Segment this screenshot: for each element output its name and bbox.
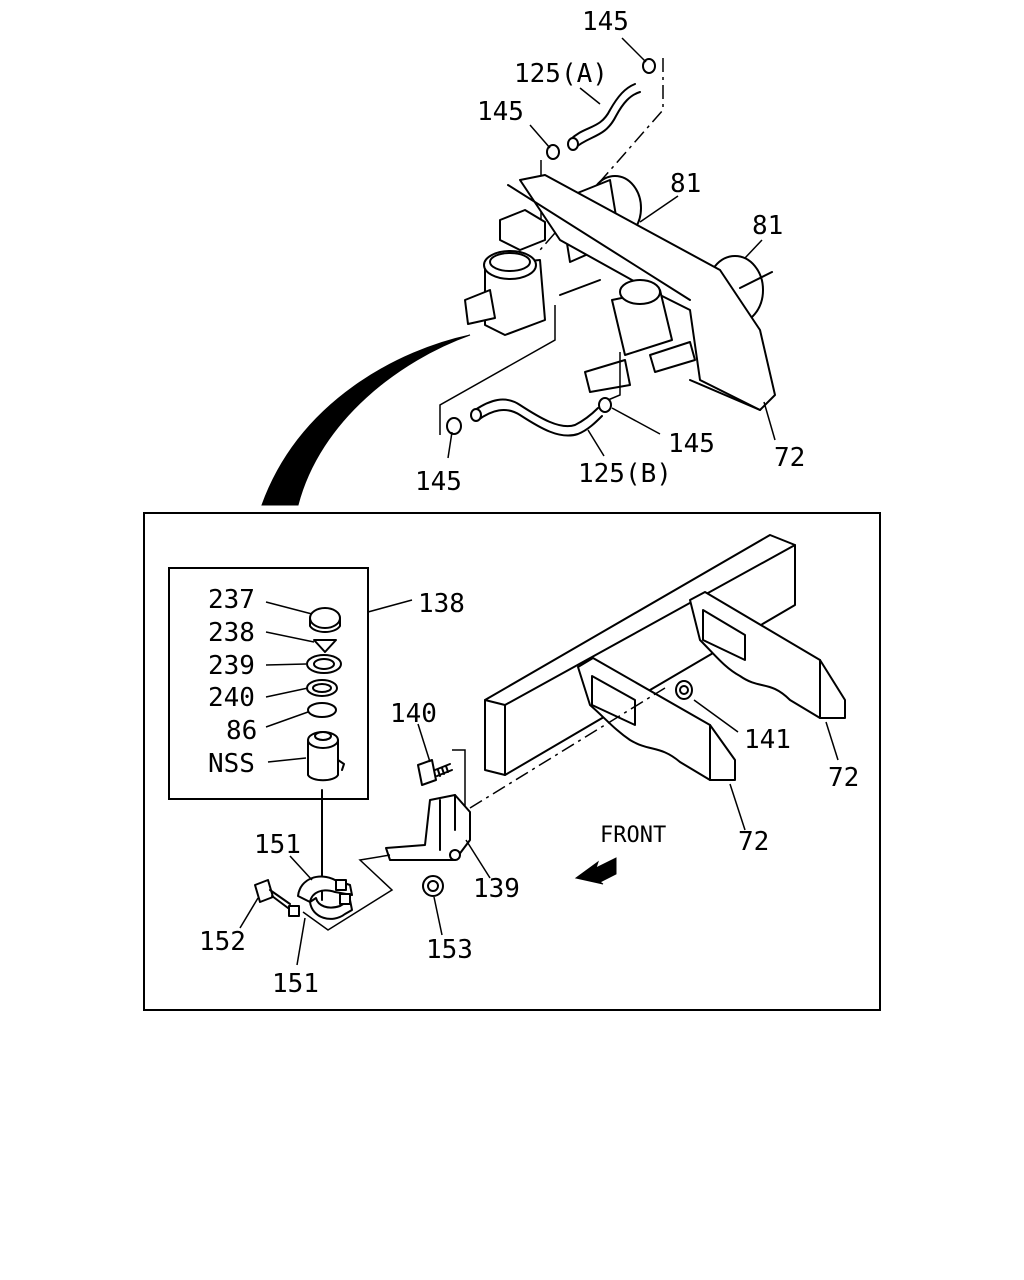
bracket-139	[385, 794, 471, 861]
label-151-top: 151	[254, 830, 301, 860]
label-145-left: 145	[477, 97, 524, 127]
upper-leaders	[447, 37, 776, 459]
hose-125a	[569, 83, 636, 141]
reservoir-right-cap	[619, 279, 661, 305]
clamp-145-bottom	[446, 417, 462, 435]
leader-153	[433, 896, 443, 936]
booster-81-b-rod	[739, 271, 773, 289]
crossmember-72-mid	[577, 657, 736, 781]
label-141: 141	[744, 725, 791, 755]
part-238-valve	[313, 639, 337, 653]
leader-72-right	[825, 721, 839, 761]
part-86-oring	[307, 702, 337, 718]
clamp-145-right	[598, 397, 612, 413]
leader-141	[693, 699, 739, 733]
hose-125a-inner	[574, 91, 641, 149]
label-125a: 125(A)	[514, 59, 608, 89]
guide-box-140	[452, 749, 466, 808]
part-nss-tank	[307, 739, 339, 782]
hose-125b-inner	[477, 408, 603, 437]
label-72-mid: 72	[738, 827, 769, 857]
part-nss-tank-tab	[337, 759, 345, 771]
nut-153	[422, 875, 444, 897]
label-125b: 125(B)	[578, 459, 672, 489]
clamp-145-left	[546, 144, 560, 160]
hose-125a-end	[567, 137, 579, 151]
part-240-ring	[306, 679, 338, 697]
detail-frame	[143, 512, 881, 1011]
leader-139	[465, 839, 491, 879]
hose-125b	[474, 398, 599, 428]
part-237-cap	[309, 607, 341, 629]
reservoir-left-top	[499, 209, 546, 251]
part-239-seal	[306, 654, 342, 674]
crossmember-72-top-lip	[689, 379, 761, 411]
nut-141	[675, 680, 693, 700]
label-72-top: 72	[774, 443, 805, 473]
label-145-right: 145	[668, 429, 715, 459]
pipe-left	[559, 279, 601, 296]
reservoir-right-cylinder	[584, 359, 631, 393]
label-240: 240	[208, 683, 255, 713]
hose-125b-end	[470, 408, 482, 422]
upper-assembly	[439, 58, 776, 437]
clamp-145-top	[642, 58, 656, 74]
leader-72-mid	[729, 783, 746, 831]
kit-box-leader	[367, 599, 413, 613]
guide-box-right	[607, 352, 621, 401]
leader-152	[239, 897, 259, 929]
label-152: 152	[199, 927, 246, 957]
label-238: 238	[208, 618, 255, 648]
label-86: 86	[226, 716, 257, 746]
crossmember-72-top-line	[507, 184, 691, 301]
label-140: 140	[390, 699, 437, 729]
guide-box-left	[439, 305, 556, 435]
label-153: 153	[426, 935, 473, 965]
label-237: 237	[208, 585, 255, 615]
part-239-seal-inner	[313, 658, 335, 670]
part-240-ring-inner	[312, 683, 332, 693]
leader-151-bottom	[296, 917, 306, 966]
label-72-right: 72	[828, 763, 859, 793]
bolt-152	[254, 879, 291, 909]
label-145-bottom: 145	[415, 467, 462, 497]
part-237-cap-side	[309, 617, 341, 633]
label-239: 239	[208, 651, 255, 681]
leader-140	[417, 723, 431, 763]
kit-parts	[306, 607, 345, 782]
label-139: 139	[473, 874, 520, 904]
front-arrow	[574, 857, 617, 885]
guide-line-bracket	[469, 687, 666, 809]
label-81-b: 81	[752, 211, 783, 241]
kit-box	[168, 567, 369, 800]
reservoir-left-cap-inner	[489, 252, 531, 272]
leader-151-top	[289, 855, 313, 881]
label-front: FRONT	[600, 823, 666, 848]
label-151-bottom: 151	[272, 969, 319, 999]
part-nss-tank-neck	[314, 731, 332, 741]
detail-callout-arrow	[261, 334, 471, 506]
guide-strap	[302, 854, 394, 931]
label-138: 138	[418, 589, 465, 619]
label-81-a: 81	[670, 169, 701, 199]
label-nss: NSS	[208, 749, 255, 779]
reservoir-left-cap	[483, 250, 537, 280]
frame-rail	[484, 534, 796, 776]
bolt-140	[417, 759, 453, 786]
label-145-top: 145	[582, 7, 629, 37]
kit-leaders	[265, 601, 315, 763]
reservoir-left-cylinder	[464, 289, 496, 325]
reservoir-right-outlet	[649, 341, 696, 373]
crossmember-72-right	[689, 591, 846, 719]
strap-151	[288, 875, 353, 920]
